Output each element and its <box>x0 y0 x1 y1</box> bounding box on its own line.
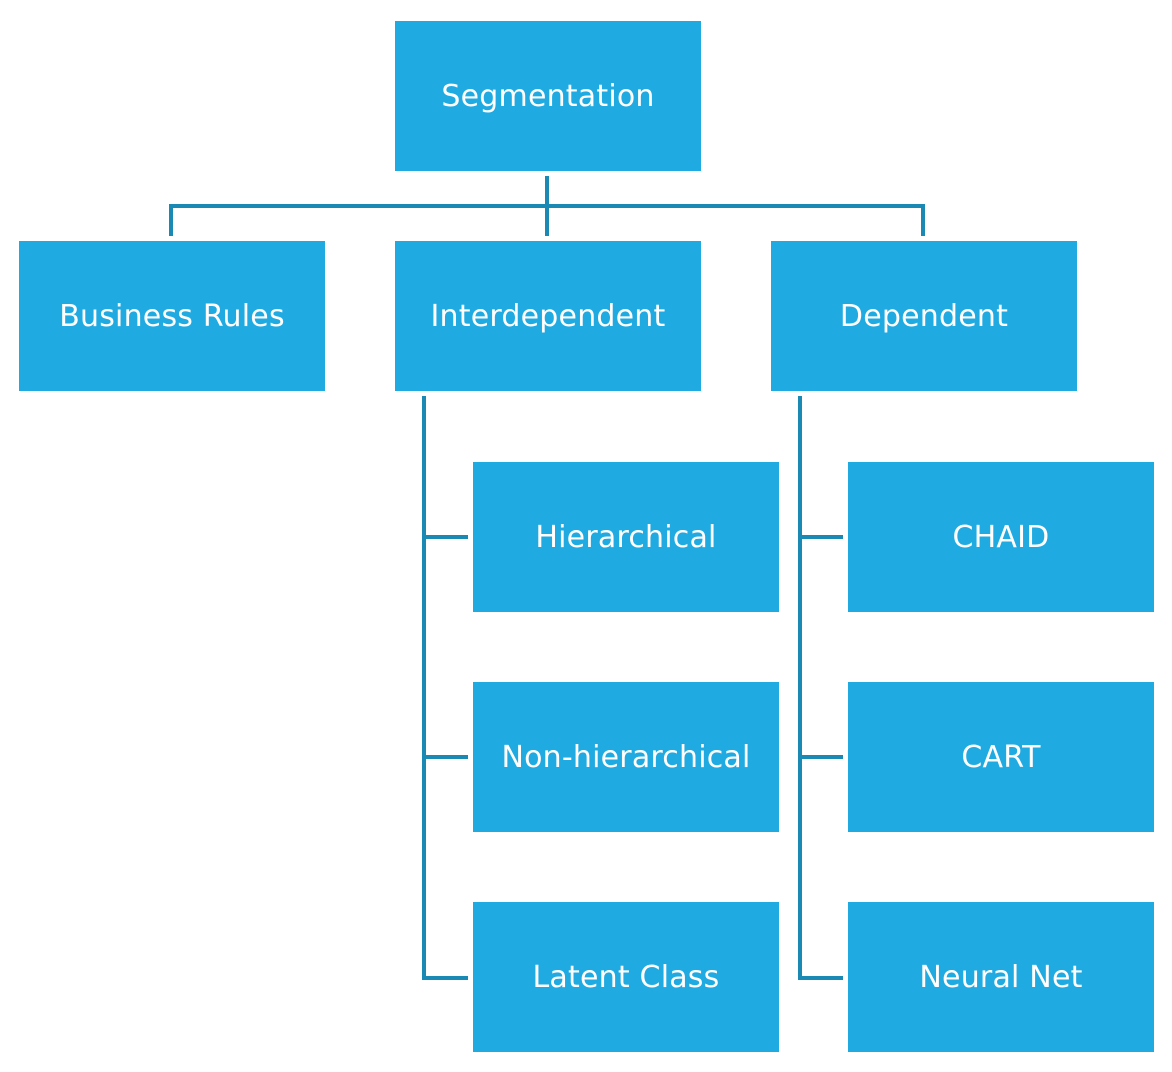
node-label: Business Rules <box>59 298 285 334</box>
node-label: CHAID <box>952 519 1050 555</box>
node-non-hierarchical: Non-hierarchical <box>473 682 779 832</box>
node-segmentation: Segmentation <box>395 21 701 171</box>
node-label: Latent Class <box>532 959 720 995</box>
node-neural-net: Neural Net <box>848 902 1154 1052</box>
node-hierarchical: Hierarchical <box>473 462 779 612</box>
node-latent-class: Latent Class <box>473 902 779 1052</box>
node-label: Dependent <box>839 298 1009 334</box>
node-chaid: CHAID <box>848 462 1154 612</box>
node-label: CART <box>961 739 1041 775</box>
node-label: Neural Net <box>919 959 1083 995</box>
node-label: Segmentation <box>441 78 655 114</box>
node-business-rules: Business Rules <box>19 241 325 391</box>
node-dependent: Dependent <box>771 241 1077 391</box>
node-interdependent: Interdependent <box>395 241 701 391</box>
node-label: Hierarchical <box>535 519 717 555</box>
node-label: Interdependent <box>430 298 666 334</box>
node-cart: CART <box>848 682 1154 832</box>
node-label: Non-hierarchical <box>501 739 751 775</box>
